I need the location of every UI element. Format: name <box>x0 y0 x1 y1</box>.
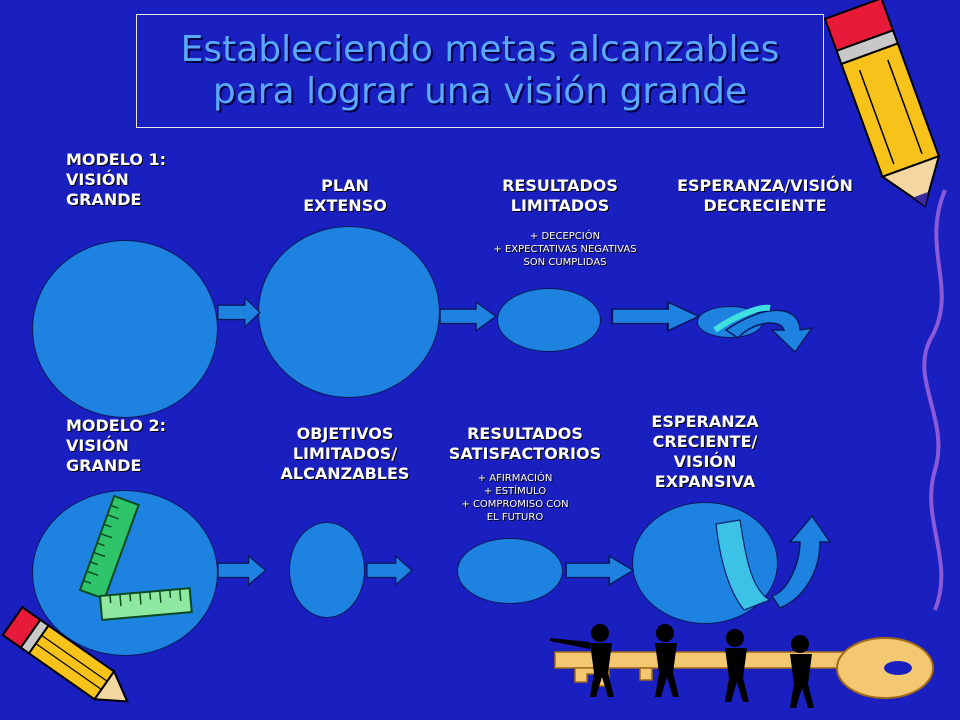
model2-hope-line: CRECIENTE/ <box>652 432 758 451</box>
model2-hope-line: VISIÓN <box>673 452 737 471</box>
model1-note: SON CUMPLIDAS <box>523 257 607 268</box>
model2-results-line: RESULTADOS <box>467 424 583 443</box>
arrow-right-icon <box>439 301 497 332</box>
model2-objectives-circle <box>289 522 365 618</box>
team-figures-icon <box>550 624 814 708</box>
model1-hope-line: DECRECIENTE <box>703 196 827 215</box>
pencil-icon <box>823 0 941 208</box>
model1-results-label: RESULTADOS LIMITADOS <box>480 176 640 216</box>
model1-heading-line: MODELO 1: <box>66 150 167 169</box>
arrow-right-icon <box>565 555 635 586</box>
model2-note: + ESTÍMULO <box>483 486 547 497</box>
model2-hope-label: ESPERANZA CRECIENTE/ VISIÓN EXPANSIVA <box>630 412 780 492</box>
model2-results-circle <box>457 538 563 604</box>
model1-hope-label: ESPERANZA/VISIÓN DECRECIENTE <box>660 176 870 216</box>
model1-results-line: LIMITADOS <box>510 196 610 215</box>
model2-objectives-label: OBJETIVOS LIMITADOS/ ALCANZABLES <box>270 424 420 484</box>
model1-note: + DECEPCIÓN <box>529 231 601 242</box>
curved-up-arrow-icon <box>715 514 832 611</box>
model1-notes: + DECEPCIÓN + EXPECTATIVAS NEGATIVAS SON… <box>455 230 675 269</box>
model1-results-circle <box>497 288 601 352</box>
squiggle-decoration <box>922 189 947 611</box>
model1-plan-line: PLAN <box>321 176 369 195</box>
arrow-right-icon <box>217 297 261 328</box>
key-icon <box>554 637 934 699</box>
model2-objectives-line: LIMITADOS/ <box>292 444 398 463</box>
model1-note: + EXPECTATIVAS NEGATIVAS <box>493 244 637 255</box>
ruler-icon <box>78 494 193 621</box>
model2-results-line: SATISFACTORIOS <box>448 444 602 463</box>
model2-note: + AFIRMACIÓN <box>477 473 553 484</box>
model2-objectives-line: OBJETIVOS <box>296 424 394 443</box>
title-box: Estableciendo metas alcanzables para log… <box>136 14 824 128</box>
title-line-1: Estableciendo metas alcanzables <box>180 29 780 70</box>
model1-plan-circle <box>258 226 440 398</box>
model2-heading-line: VISIÓN <box>66 436 129 455</box>
model1-heading-line: VISIÓN <box>66 170 129 189</box>
model2-notes: + AFIRMACIÓN + ESTÍMULO + COMPROMISO CON… <box>435 472 595 524</box>
arrow-right-icon <box>366 555 413 586</box>
small-pencil-icon <box>1 605 129 703</box>
model2-note: EL FUTURO <box>486 512 544 523</box>
model1-plan-label: PLAN EXTENSO <box>290 176 400 216</box>
title-line-2: para lograr una visión grande <box>212 71 748 112</box>
model1-heading-line: GRANDE <box>66 190 142 209</box>
model2-objectives-line: ALCANZABLES <box>280 464 410 483</box>
model1-vision-circle <box>32 240 218 418</box>
curved-down-arrow-icon <box>713 304 814 354</box>
model2-note: + COMPROMISO CON <box>461 499 569 510</box>
model2-heading: MODELO 2: VISIÓN GRANDE <box>66 416 166 476</box>
model2-heading-line: MODELO 2: <box>66 416 167 435</box>
model2-hope-line: EXPANSIVA <box>654 472 756 491</box>
model1-plan-line: EXTENSO <box>303 196 387 215</box>
model2-hope-line: ESPERANZA <box>651 412 759 431</box>
model2-results-label: RESULTADOS SATISFACTORIOS <box>430 424 620 464</box>
model1-heading: MODELO 1: VISIÓN GRANDE <box>66 150 166 210</box>
arrow-right-icon <box>217 555 267 586</box>
arrow-right-icon <box>610 300 700 332</box>
model2-heading-line: GRANDE <box>66 456 142 475</box>
model1-results-line: RESULTADOS <box>502 176 618 195</box>
model1-hope-line: ESPERANZA/VISIÓN <box>677 176 853 195</box>
